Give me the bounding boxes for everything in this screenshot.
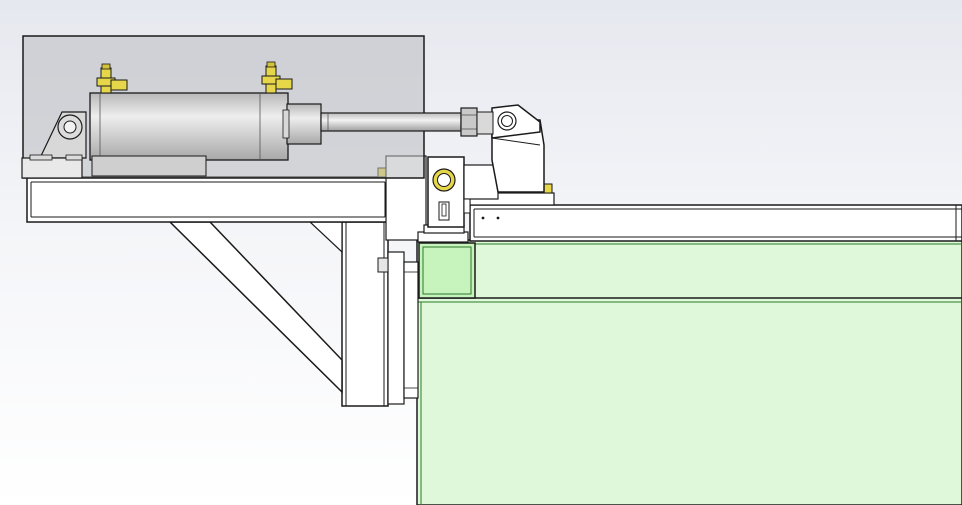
green-frame-part[interactable]: [416, 239, 962, 505]
air-fitting-icon: [261, 61, 293, 94]
vertical-support[interactable]: [341, 221, 419, 407]
green-square-tube-end: [418, 242, 476, 299]
pivot-bracket[interactable]: [427, 156, 499, 228]
air-fitting-icon: [96, 63, 128, 94]
top-rail[interactable]: [469, 183, 962, 242]
clevis-bracket[interactable]: [491, 104, 545, 193]
diagonal-brace[interactable]: [168, 221, 343, 394]
pneumatic-cylinder[interactable]: [21, 61, 494, 179]
